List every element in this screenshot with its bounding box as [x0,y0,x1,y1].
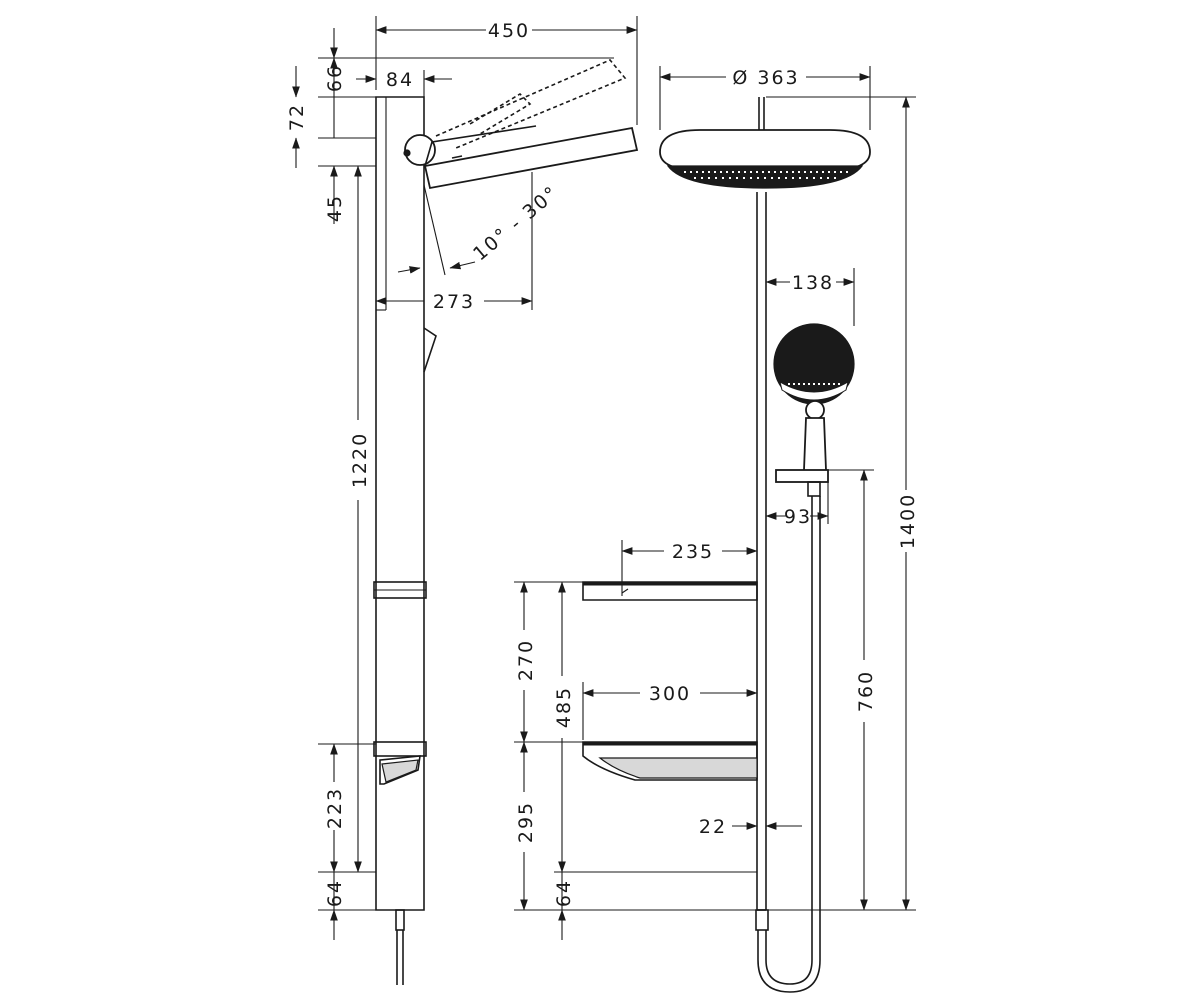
dim-holder-93: 93 [784,506,812,528]
front-dimensions: Ø 363 1400 138 93 760 235 300 [514,66,919,940]
front-upper-shelf [582,581,758,601]
dim-shelf-295: 295 [515,801,537,843]
dim-diameter-363: Ø 363 [732,67,799,89]
dim-shelf-300: 300 [649,683,691,705]
dim-offset-45: 45 [324,194,346,222]
dim-shelf-235: 235 [672,541,714,563]
dim-angle-range: 10° - 30° [469,181,563,265]
dim-height-223: 223 [324,787,346,829]
side-thermostat [423,327,437,373]
front-lower-shelf [582,741,758,781]
dim-gap-22: 22 [699,816,727,838]
dim-bottom-64-mid: 64 [553,879,575,907]
front-rain-head [659,129,871,171]
front-slider-holder [775,469,829,483]
dim-height-760: 760 [855,670,877,712]
dim-arm-273: 273 [433,291,475,313]
dim-width-total: 450 [488,20,530,42]
front-hand-shower-grip [803,417,827,475]
dim-depth-84: 84 [386,69,414,91]
dim-height-1400: 1400 [897,493,919,549]
dim-top-72: 72 [286,103,308,131]
front-view [582,97,871,993]
side-view [373,59,639,985]
dim-bottom-64-left: 64 [324,879,346,907]
side-lower-clamp [373,741,427,757]
dim-shelf-270: 270 [515,639,537,681]
side-column [375,96,425,911]
side-shelf-profile [379,755,421,785]
front-riser-pipe [756,192,767,910]
dim-hand-138: 138 [792,272,834,294]
front-hose [757,496,821,993]
dim-height-1220: 1220 [349,432,371,488]
dim-top-66: 66 [324,64,346,92]
dim-shelf-485: 485 [553,686,575,728]
side-overhead-arm [423,126,639,190]
side-hose [396,930,404,985]
